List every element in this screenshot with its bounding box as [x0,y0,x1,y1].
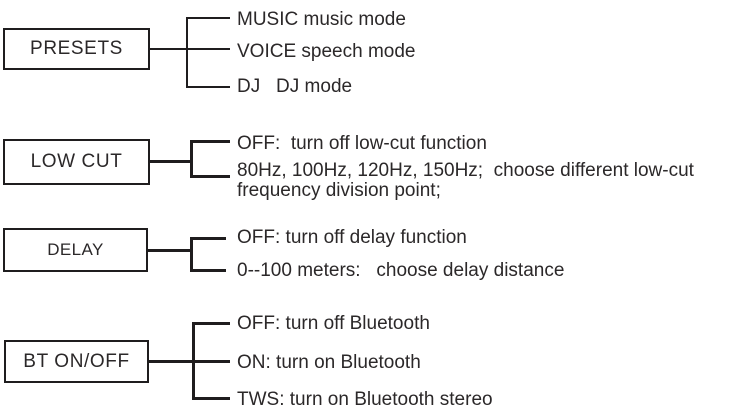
delay-box-label: DELAY [47,240,104,259]
low-cut-box-label: LOW CUT [30,151,123,172]
low-cut-branch-line-freqs [190,175,230,178]
branch-label-lowcut-freqs: 80Hz, 100Hz, 120Hz, 150Hz; choose differ… [237,160,700,201]
delay-trunk-line [190,237,193,272]
bt-on-off-box-label: BT ON/OFF [23,350,130,372]
low-cut-trunk-line [190,140,193,178]
low-cut-connector-line [150,160,193,163]
bt-branch-line-on [192,360,230,363]
presets-branch-line-dj [186,86,230,88]
presets-branch-line-voice [186,48,230,50]
presets-trunk-line [186,17,188,88]
branch-label-music: MUSIC music mode [237,9,406,30]
bt-on-off-box: BT ON/OFF [4,340,149,383]
delay-branch-line-distance [190,269,226,272]
branch-label-delay-distance: 0--100 meters: choose delay distance [237,260,565,281]
branch-label-bt-tws: TWS: turn on Bluetooth stereo [237,389,493,410]
branch-label-lowcut-off: OFF: turn off low-cut function [237,133,487,154]
bt-branch-line-off [192,322,230,325]
branch-label-voice: VOICE speech mode [237,41,416,62]
branch-label-bt-off: OFF: turn off Bluetooth [237,313,430,334]
low-cut-box: LOW CUT [3,139,150,185]
presets-box: PRESETS [3,28,150,70]
delay-connector-line [148,249,193,252]
delay-branch-line-off [190,237,226,240]
bt-connector-line [149,360,195,363]
branch-label-dj: DJ DJ mode [237,76,353,97]
presets-box-label: PRESETS [30,38,123,59]
delay-box: DELAY [3,228,148,272]
branch-label-bt-on: ON: turn on Bluetooth [237,352,421,373]
low-cut-branch-line-off [190,140,230,143]
presets-branch-line-music [186,17,230,19]
branch-label-delay-off: OFF: turn off delay function [237,227,467,248]
presets-connector-line [150,48,188,50]
bt-branch-line-tws [192,397,230,400]
